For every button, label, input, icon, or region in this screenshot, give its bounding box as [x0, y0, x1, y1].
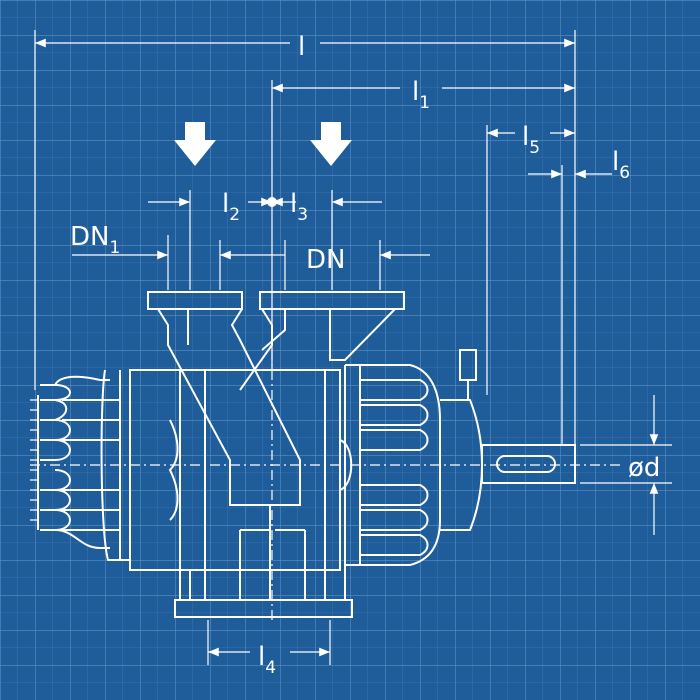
- dimension-labels: l l1 l5 l6 l2 l3 DN1 DN l4 ød: [70, 32, 660, 678]
- flow-arrow-icon: [310, 122, 352, 166]
- label-dn1: DN1: [70, 222, 120, 258]
- right-ribs: [339, 349, 576, 566]
- label-l3: l3: [290, 189, 308, 225]
- shaft-key: [496, 455, 556, 473]
- label-l4: l4: [258, 642, 276, 678]
- flow-arrow-icon: [174, 122, 216, 166]
- label-l: l: [298, 32, 305, 62]
- label-dn: DN: [306, 245, 345, 275]
- label-l2: l2: [222, 189, 240, 225]
- left-ribs: [30, 369, 179, 561]
- center-point: [267, 197, 277, 207]
- suction-flange: [147, 291, 243, 310]
- label-l6: l6: [612, 147, 630, 183]
- discharge-flange: [259, 291, 405, 310]
- label-l1: l1: [412, 77, 430, 113]
- label-d: ød: [628, 453, 660, 483]
- label-l5: l5: [522, 122, 540, 158]
- pump-body: [30, 291, 576, 620]
- shaft: [481, 444, 576, 484]
